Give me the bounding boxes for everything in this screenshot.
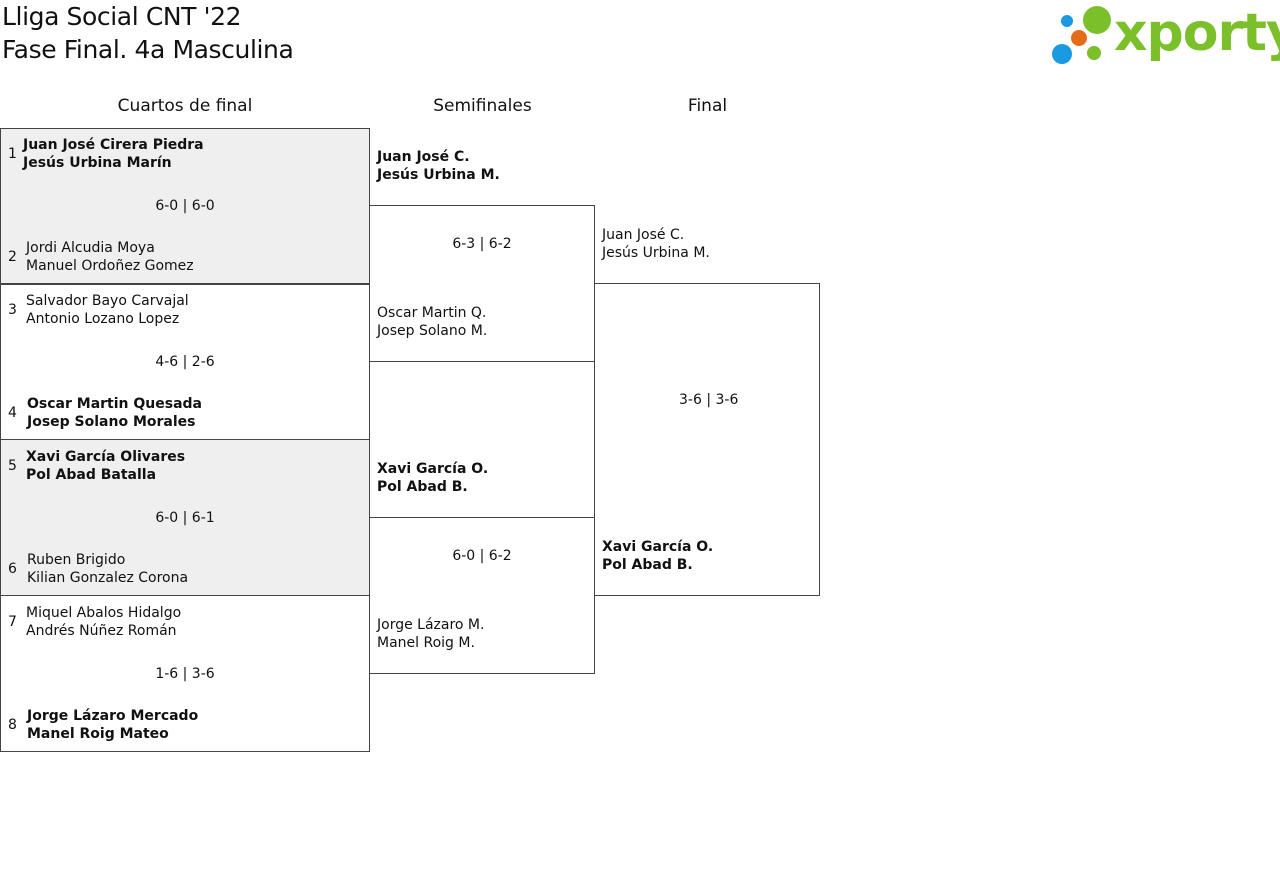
player-name: Jordi Alcudia Moya: [26, 240, 155, 256]
player-name: Andrés Núñez Román: [26, 623, 177, 639]
player-name: Xavi García O.: [377, 461, 489, 477]
round-header-quarters: Cuartos de final: [117, 96, 253, 116]
player-name: Pol Abad B.: [377, 479, 468, 495]
team-b: Oscar Martin Quesada Josep Solano Morale…: [27, 395, 202, 431]
player-name: Kilian Gonzalez Corona: [27, 570, 189, 586]
match-score: 4-6 | 2-6: [155, 354, 215, 370]
player-name: Juan José C.: [602, 227, 685, 243]
player-name: Juan José Cirera Piedra: [23, 137, 204, 153]
player-name: Pol Abad B.: [602, 557, 693, 573]
seed-number: 6: [8, 561, 17, 577]
logo-wordmark: xporty: [1114, 3, 1280, 63]
seed-number: 3: [8, 302, 17, 318]
match-score: 6-0 | 6-1: [155, 510, 215, 526]
logo-dot-orange-icon: [1071, 30, 1087, 46]
semifinal-1-team-a: Juan José C. Jesús Urbina M.: [377, 148, 500, 184]
logo-dot-blue-large-icon: [1052, 44, 1072, 64]
round-header-final: Final: [687, 96, 728, 116]
player-name: Josep Solano Morales: [27, 414, 196, 430]
phase-name: Fase Final. 4a Masculina: [2, 35, 294, 64]
logo-dot-green-icon: [1083, 6, 1111, 34]
semifinal-2-team-a: Xavi García O. Pol Abad B.: [377, 460, 488, 496]
logo-dot-blue-small-icon: [1061, 15, 1073, 27]
quarterfinal-match-4[interactable]: 7 Miquel Abalos Hidalgo Andrés Núñez Rom…: [0, 595, 370, 752]
final-score: 3-6 | 3-6: [679, 392, 739, 408]
player-name: Manel Roig M.: [377, 635, 475, 651]
team-a: Juan José Cirera Piedra Jesús Urbina Mar…: [23, 136, 204, 172]
team-b: Jordi Alcudia Moya Manuel Ordoñez Gomez: [26, 239, 194, 275]
player-name: Josep Solano M.: [377, 323, 488, 339]
quarterfinal-match-1[interactable]: 1 Juan José Cirera Piedra Jesús Urbina M…: [0, 128, 370, 285]
player-name: Jorge Lázaro M.: [377, 617, 485, 633]
player-name: Antonio Lozano Lopez: [26, 311, 180, 327]
seed-number: 7: [8, 614, 17, 630]
semifinal-1-team-b: Oscar Martin Q. Josep Solano M.: [377, 304, 487, 340]
xporty-logo: xporty: [1050, 2, 1280, 68]
semifinal-1-score: 6-3 | 6-2: [452, 236, 512, 252]
final-team-b: Xavi García O. Pol Abad B.: [602, 538, 713, 574]
seed-number: 2: [8, 249, 17, 265]
team-a: Miquel Abalos Hidalgo Andrés Núñez Román: [26, 604, 181, 640]
semifinal-2-score: 6-0 | 6-2: [452, 548, 512, 564]
player-name: Oscar Martin Quesada: [27, 396, 202, 412]
player-name: Salvador Bayo Carvajal: [26, 293, 189, 309]
final-match[interactable]: [594, 283, 820, 596]
player-name: Jorge Lázaro Mercado: [27, 708, 199, 724]
player-name: Xavi García O.: [602, 539, 714, 555]
round-header-semis: Semifinales: [433, 96, 532, 116]
player-name: Jesús Urbina Marín: [23, 155, 172, 171]
quarterfinal-match-2[interactable]: 3 Salvador Bayo Carvajal Antonio Lozano …: [0, 283, 370, 440]
logo-dot-green-small-icon: [1087, 46, 1101, 60]
player-name: Xavi García Olivares: [26, 449, 186, 465]
player-name: Miquel Abalos Hidalgo: [26, 605, 182, 621]
player-name: Pol Abad Batalla: [26, 467, 157, 483]
player-name: Oscar Martin Q.: [377, 305, 487, 321]
team-a: Salvador Bayo Carvajal Antonio Lozano Lo…: [26, 292, 189, 328]
team-b: Ruben Brigido Kilian Gonzalez Corona: [27, 551, 188, 587]
seed-number: 5: [8, 458, 17, 474]
player-name: Jesús Urbina M.: [602, 245, 710, 261]
player-name: Juan José C.: [377, 149, 470, 165]
quarterfinal-match-3[interactable]: 5 Xavi García Olivares Pol Abad Batalla …: [0, 439, 370, 596]
player-name: Manuel Ordoñez Gomez: [26, 258, 194, 274]
match-score: 6-0 | 6-0: [155, 198, 215, 214]
player-name: Manel Roig Mateo: [27, 726, 169, 742]
semifinal-2-team-b: Jorge Lázaro M. Manel Roig M.: [377, 616, 484, 652]
final-team-a: Juan José C. Jesús Urbina M.: [602, 226, 710, 262]
team-a: Xavi García Olivares Pol Abad Batalla: [26, 448, 185, 484]
seed-number: 8: [8, 717, 17, 733]
tournament-name: Lliga Social CNT '22: [2, 2, 242, 31]
team-b: Jorge Lázaro Mercado Manel Roig Mateo: [27, 707, 198, 743]
seed-number: 4: [8, 405, 17, 421]
page-title: Lliga Social CNT '22 Fase Final. 4a Masc…: [2, 0, 294, 66]
seed-number: 1: [8, 146, 17, 162]
player-name: Ruben Brigido: [27, 552, 126, 568]
match-score: 1-6 | 3-6: [155, 666, 215, 682]
player-name: Jesús Urbina M.: [377, 167, 500, 183]
